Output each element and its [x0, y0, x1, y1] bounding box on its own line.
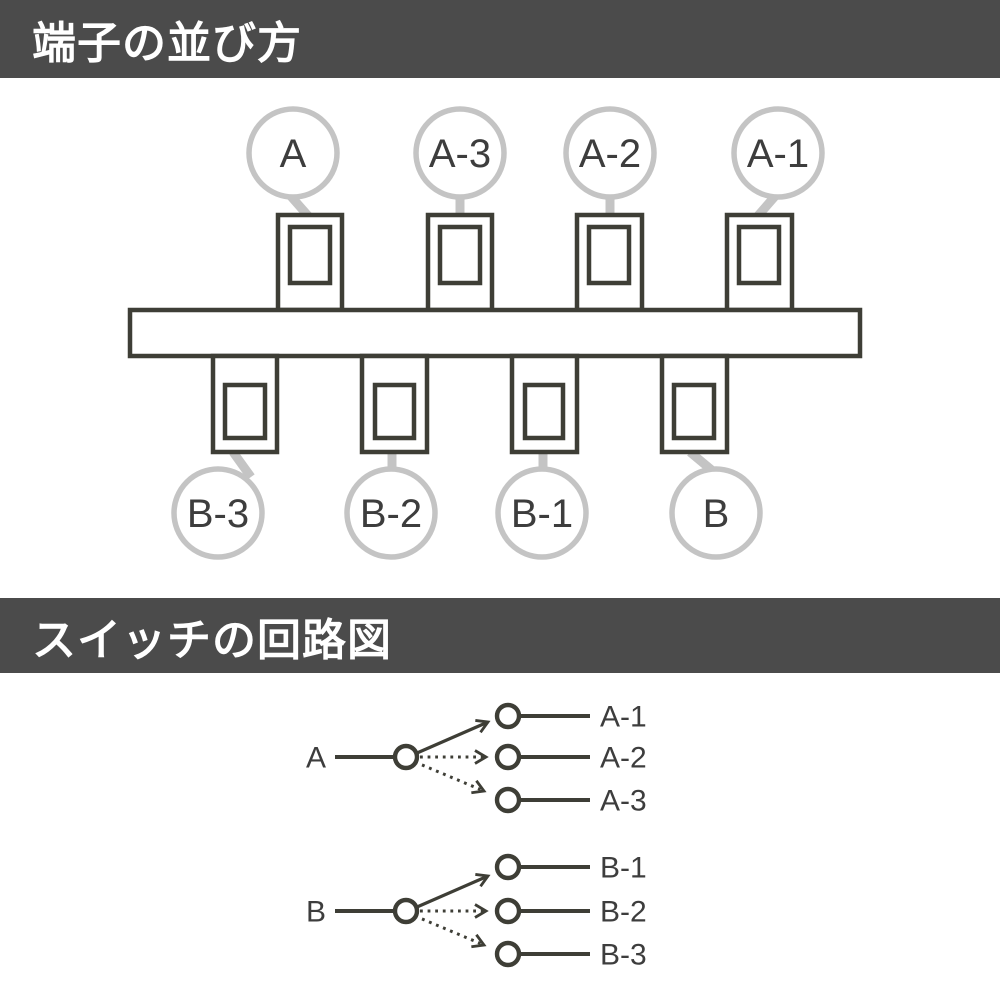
terminal-a-slot	[287, 224, 333, 286]
terminal-a1-label: A-1	[747, 132, 809, 176]
section-title-switch-circuit: スイッチの回路図	[32, 615, 392, 665]
terminal-a3-label: A-3	[429, 132, 491, 176]
terminal-top-a: A	[246, 106, 345, 313]
circuit-b2-label: B-2	[600, 896, 647, 929]
terminal-bottom-b3: B-3	[171, 353, 280, 560]
terminal-a3-badge	[413, 106, 507, 200]
circuit-b3-label: B-3	[600, 939, 647, 972]
terminal-bottom-b1: B-1	[495, 353, 589, 560]
circuit-a1-label: A-1	[600, 701, 647, 734]
terminal-b3-slot	[222, 382, 268, 441]
circuit-b-input-label: B	[306, 896, 326, 929]
circuit-b1-contact	[494, 853, 522, 881]
terminal-bottom-b2: B-2	[344, 353, 438, 560]
terminal-a-badge	[246, 106, 340, 200]
switch-circuit-svg: A A-1 A-2 A-3 B	[306, 701, 647, 972]
circuit-a1-contact	[494, 702, 522, 730]
terminal-b2-slot	[372, 382, 417, 441]
section-header-terminal-layout: 端子の並び方	[0, 0, 1000, 78]
terminal-b-slot	[671, 382, 717, 441]
circuit-b-arrow-to-b1	[416, 873, 491, 909]
terminal-a1-slot	[736, 224, 782, 286]
section-header-switch-circuit: スイッチの回路図	[0, 598, 1000, 673]
circuit-b: B B-1 B-2 B-3	[306, 852, 647, 972]
section-title-terminal-layout: 端子の並び方	[32, 19, 302, 68]
terminal-b-label: B	[703, 492, 730, 536]
circuit-b-arrow-to-b3	[414, 914, 487, 949]
terminal-a3-slot	[437, 224, 483, 286]
terminal-b-badge	[669, 466, 763, 560]
terminal-b2-badge	[344, 466, 438, 560]
circuit-b3-contact	[494, 940, 522, 968]
circuit-a-arrow-to-a3	[414, 760, 487, 795]
terminal-b3-label: B-3	[187, 492, 249, 536]
terminal-a1-badge	[731, 106, 825, 200]
terminal-a2-label: A-2	[579, 132, 641, 176]
circuit-b2-contact	[494, 897, 522, 925]
circuit-a-arrow-to-a1	[416, 719, 491, 755]
circuit-b-common-contact	[392, 897, 420, 925]
circuit-a-input-label: A	[306, 742, 326, 775]
terminal-arrangement-svg: A A-3 A-2	[127, 106, 863, 560]
circuit-a2-contact	[494, 743, 522, 771]
terminal-a-label: A	[280, 132, 307, 176]
terminal-top-a2: A-2	[563, 106, 657, 313]
circuit-a3-label: A-3	[600, 785, 647, 818]
circuit-b1-label: B-1	[600, 852, 647, 885]
terminal-top-a3: A-3	[413, 106, 507, 313]
circuit-a-common-contact	[392, 743, 420, 771]
terminal-a2-slot	[586, 224, 632, 286]
terminal-b2-label: B-2	[360, 492, 422, 536]
terminal-b3-badge	[171, 466, 265, 560]
terminal-b1-badge	[495, 466, 589, 560]
circuit-a: A A-1 A-2 A-3	[306, 701, 647, 818]
terminal-b3-connector	[229, 449, 255, 480]
terminal-b1-slot	[522, 382, 566, 441]
circuit-a3-contact	[494, 786, 522, 814]
terminal-b1-label: B-1	[511, 492, 573, 536]
switch-circuit-diagram: A A-1 A-2 A-3 B	[0, 673, 1000, 1000]
circuit-a2-label: A-2	[600, 742, 647, 775]
terminal-top-a1: A-1	[724, 106, 825, 313]
terminal-strip-bar	[127, 307, 863, 359]
terminal-a2-badge	[563, 106, 657, 200]
terminal-bottom-b: B	[659, 353, 763, 560]
terminal-arrangement-diagram: A A-3 A-2	[0, 78, 1000, 603]
